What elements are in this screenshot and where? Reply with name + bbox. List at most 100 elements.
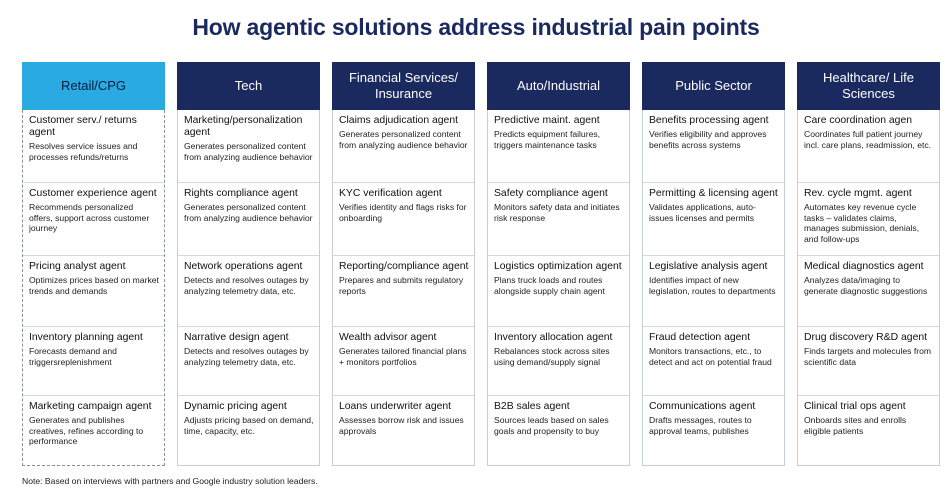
agent-name: Permitting & licensing agent	[649, 188, 778, 199]
agent-description: Forecasts demand and triggersreplenishme…	[29, 346, 117, 367]
page-title: How agentic solutions address industrial…	[192, 14, 760, 40]
agent-name: Rev. cycle mgmt. agent	[804, 188, 912, 199]
agent-description: Generates personalized content from anal…	[339, 129, 468, 150]
column-header: Tech	[177, 62, 320, 110]
column-header: Auto/Industrial	[487, 62, 630, 110]
agent-name: Pricing analyst agent	[29, 261, 126, 272]
agent-description: Optimizes prices based on market trends …	[29, 275, 159, 296]
agent-description: Verifies identity and flags risks for on…	[339, 202, 467, 223]
agent-description: Drafts messages, routes to approval team…	[649, 415, 752, 436]
agent-name: Inventory allocation agent	[494, 332, 613, 343]
footnote: Note: Based on interviews with partners …	[22, 476, 318, 486]
agent-name: Customer experience agent	[29, 188, 157, 199]
agent-description: Assesses borrow risk and issues approval…	[339, 415, 464, 436]
agent-name: Loans underwriter agent	[339, 401, 452, 412]
agent-description: Onboards sites and enrolls eligible pati…	[804, 415, 907, 436]
agent-name: Narrative design agent	[184, 332, 289, 343]
column-retail-cpg: Retail/CPG Customer serv./ returns agent…	[22, 62, 165, 466]
agent-description: Generates personalized content from anal…	[184, 141, 313, 162]
column-header: Retail/CPG	[22, 62, 165, 110]
industry-grid: Retail/CPG Customer serv./ returns agent…	[22, 62, 940, 466]
agent-description: Finds targets and molecules from scienti…	[804, 346, 932, 367]
column-header: Public Sector	[642, 62, 785, 110]
agent-description: Validates applications, auto-issues lice…	[649, 202, 756, 223]
agent-description: Monitors transactions, etc., to detect a…	[649, 346, 772, 367]
agent-name: Predictive maint. agent	[494, 115, 600, 126]
column-healthcare: Healthcare/ Life Sciences Care coordinat…	[797, 62, 940, 466]
agent-description: Identifies impact of new legislation, ro…	[649, 275, 776, 296]
agent-description: Coordinates full patient journey incl. c…	[804, 129, 932, 150]
agent-description: Plans truck loads and routes alongside s…	[494, 275, 605, 296]
agent-description: Generates and publishes creatives, refin…	[29, 415, 144, 446]
agent-description: Recommends personalized offers, support …	[29, 202, 150, 233]
agent-description: Detects and resolves outages by analyzin…	[184, 346, 309, 367]
agent-name: Fraud detection agent	[649, 332, 751, 343]
agent-name: Benefits processing agent	[649, 115, 769, 126]
agent-name: Communications agent	[649, 401, 756, 412]
agent-description: Automates key revenue cycle tasks – vali…	[804, 202, 920, 244]
agent-name: Inventory planning agent	[29, 332, 143, 343]
column-header: Healthcare/ Life Sciences	[797, 62, 940, 110]
agent-description: Sources leads based on sales goals and p…	[494, 415, 609, 436]
agent-name: Care coordination agen	[804, 115, 913, 126]
agent-description: Rebalances stock across sites using dema…	[494, 346, 610, 367]
agent-name: Network operations agent	[184, 261, 303, 272]
agent-description: Monitors safety data and initiates risk …	[494, 202, 620, 223]
agent-description: Generates personalized content from anal…	[184, 202, 313, 223]
column-header: Financial Services/ Insurance	[332, 62, 475, 110]
agent-name: Drug discovery R&D agent	[804, 332, 928, 343]
agent-description: Prepares and submits regulatory reports	[339, 275, 464, 296]
agent-name: Claims adjudication agent	[339, 115, 458, 126]
agent-name: Logistics optimization agent	[494, 261, 622, 272]
agent-name: Customer serv./ returns agent	[29, 115, 137, 138]
agent-description: Detects and resolves outages by analyzin…	[184, 275, 309, 296]
agent-name: Dynamic pricing agent	[184, 401, 287, 412]
agent-description: Generates tailored financial plans + mon…	[339, 346, 467, 367]
agent-name: Rights compliance agent	[184, 188, 298, 199]
agent-description: Adjusts pricing based on demand, time, c…	[184, 415, 314, 436]
agent-name: KYC verification agent	[339, 188, 442, 199]
agent-name: Safety compliance agent	[494, 188, 608, 199]
agent-name: Clinical trial ops agent	[804, 401, 906, 412]
column-financial-services: Financial Services/ Insurance Claims adj…	[332, 62, 475, 466]
agent-name: Marketing/personalization agent	[184, 115, 303, 138]
